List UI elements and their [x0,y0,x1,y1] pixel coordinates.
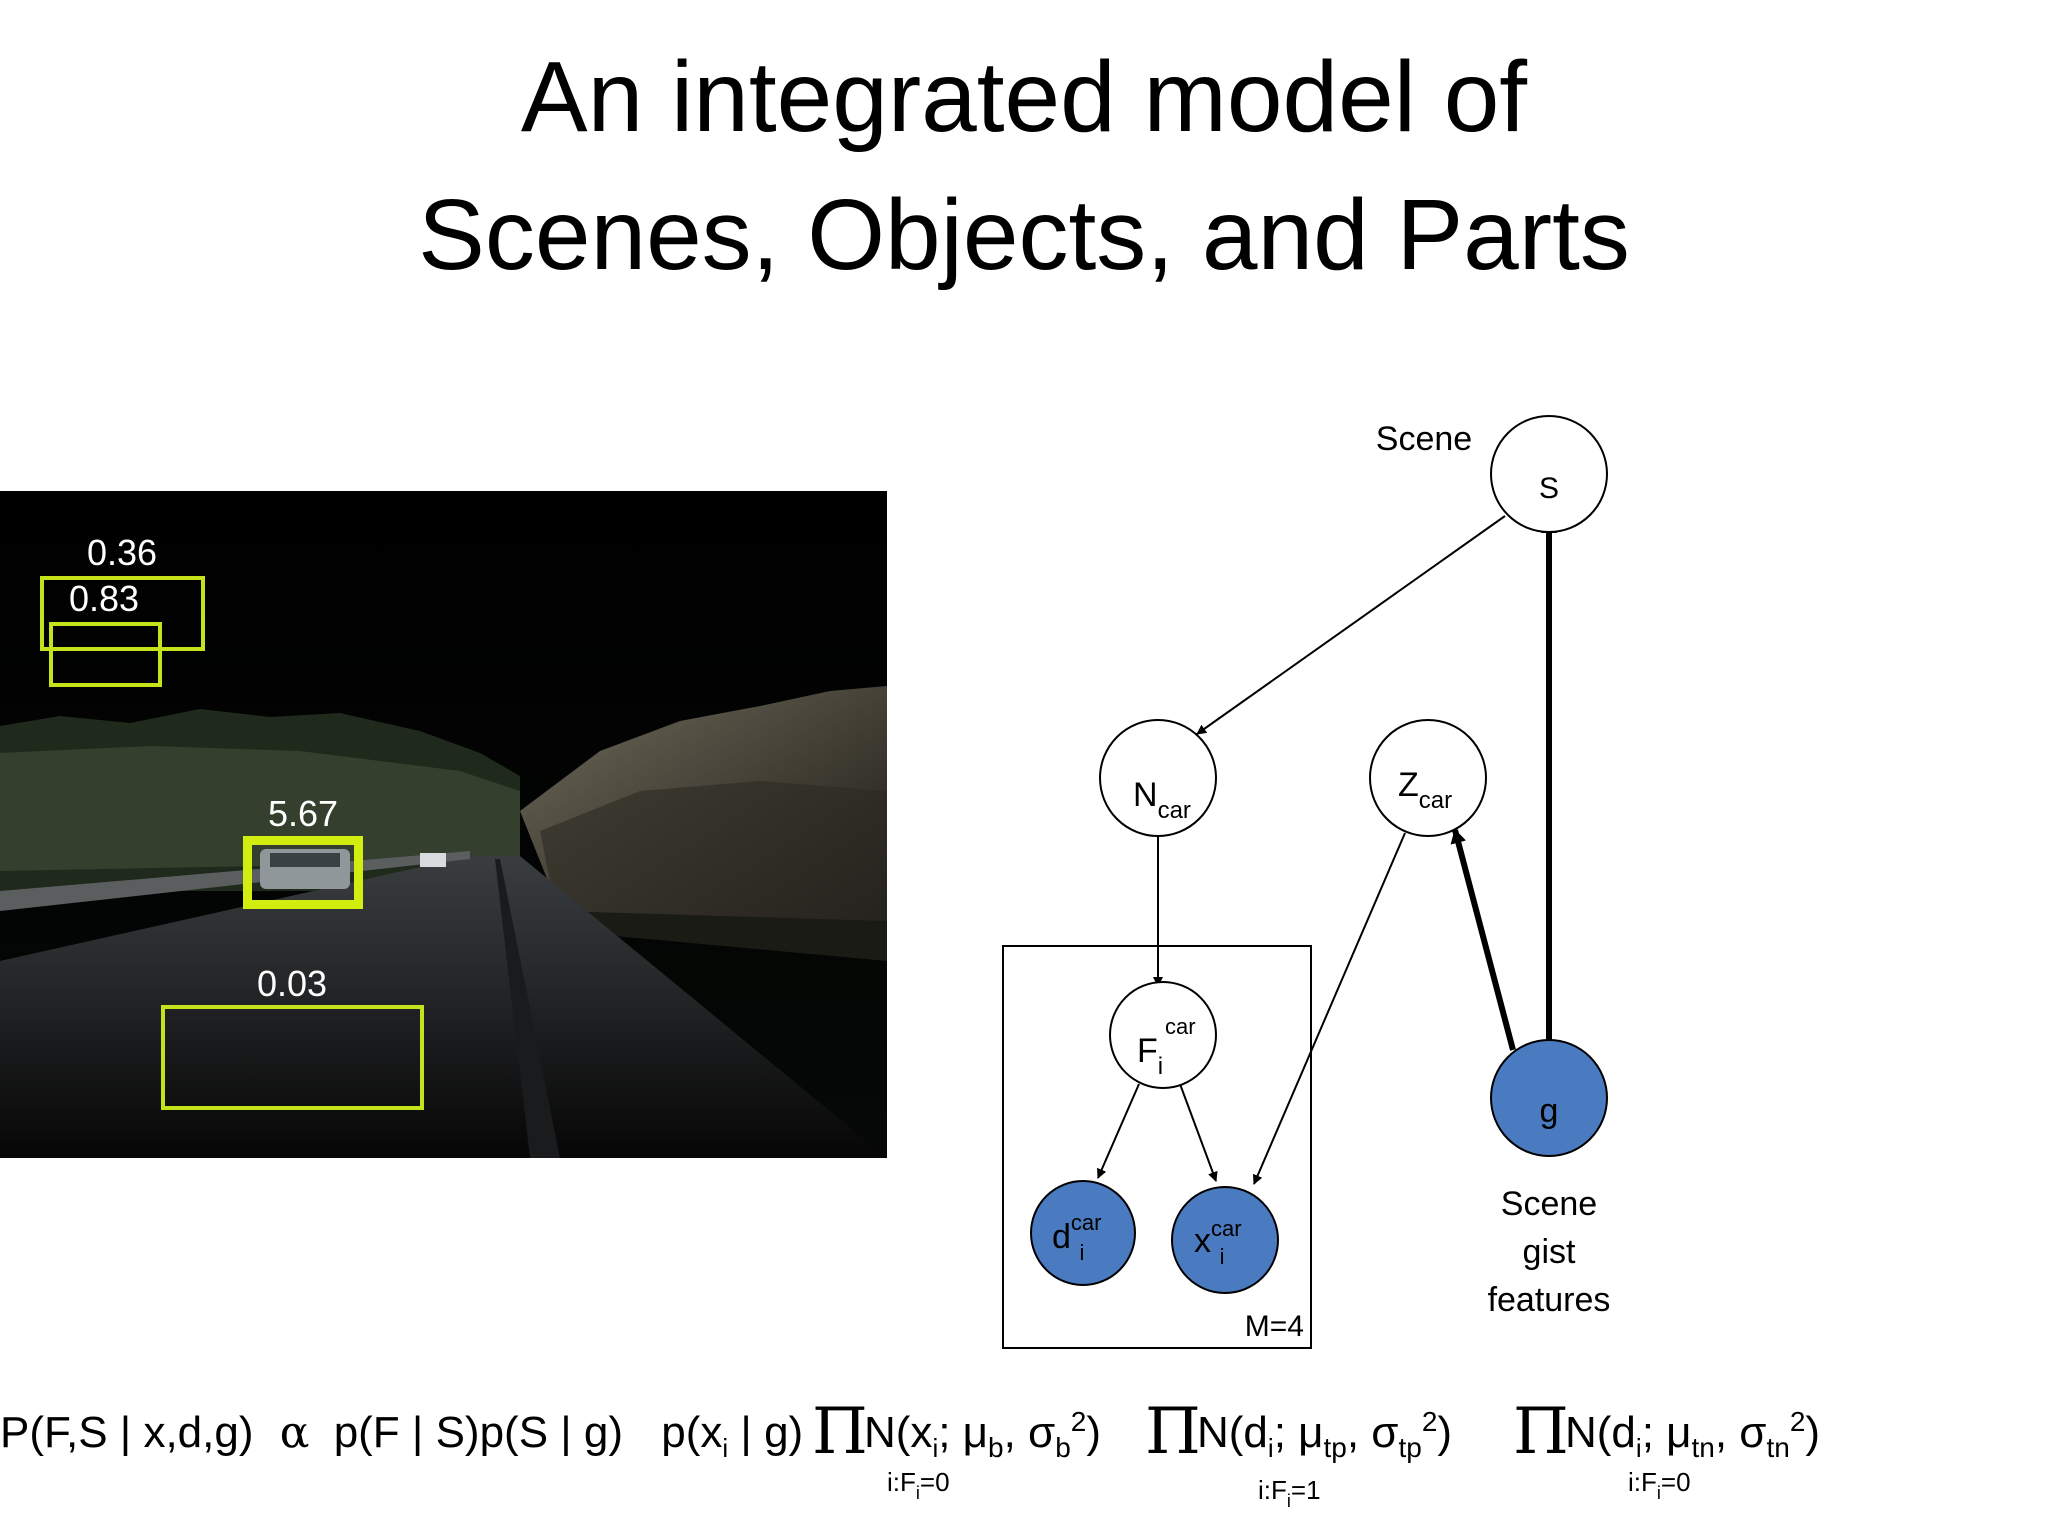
svg-text:i:Fi=1: i:Fi=1 [1258,1475,1321,1511]
svg-text:Zcar: Zcar [1398,766,1452,814]
svg-text:N(xi; μb, σb2): N(xi; μb, σb2) [864,1406,1101,1463]
svg-text:Π: Π [812,1395,868,1469]
detection-score-1: 0.36 [87,532,158,573]
edge-scene-to-ncar [1196,515,1506,735]
svg-text:N(di; μtp, σtp2): N(di; μtp, σtp2) [1197,1406,1452,1463]
title-line-2: Scenes, Objects, and Parts [418,179,1630,291]
scene-photo: 0.36 0.83 5.67 0.03 [0,491,887,1158]
svg-text:g: g [1540,1092,1559,1130]
detection-box-4 [161,1005,424,1110]
edge-f-to-x [1179,1083,1218,1182]
svg-text:P(F,S | x,d,g) α p: P(F,S | x,d,g) α p(F | S)p(S | g) p(xi |… [0,1407,803,1463]
edge-zcar-to-x [1252,832,1406,1185]
title-line-1: An integrated model of [520,41,1528,153]
svg-text:Ncar: Ncar [1133,776,1191,824]
svg-text:N(di; μtn, σtn2): N(di; μtn, σtn2) [1565,1406,1820,1463]
svg-text:i:Fi=0: i:Fi=0 [1628,1467,1691,1503]
scene-gist-label: Scene gist features [1487,1185,1611,1319]
detection-score-2: 0.83 [69,578,140,619]
edge-g-to-zcar [1450,829,1516,1051]
ncar-node: Ncar [1099,719,1217,837]
detection-score-3: 5.67 [268,793,339,834]
plate-label: M=4 [1245,1310,1304,1343]
detection-score-4: 0.03 [257,963,328,1004]
svg-text:Fi: Fi [1137,1032,1163,1080]
svg-text:Π: Π [1145,1395,1201,1469]
detection-box-3 [243,836,363,909]
scene-node: S [1490,415,1608,533]
detection-box-1 [40,576,205,651]
slide-title: An integrated model of Scenes, Objects, … [0,28,2048,304]
formula-text: P(F,S | x,d,g) α p(F | S)p(S | g) p(xi |… [0,1395,1820,1511]
zcar-node: Zcar [1369,719,1487,837]
f-node: Fi car [1109,981,1217,1089]
road-scene-image [0,491,887,1158]
svg-text:Π: Π [1513,1395,1569,1469]
svg-text:S: S [1539,472,1559,505]
posterior-formula: P(F,S | x,d,g) α p(F | S)p(S | g) p(xi |… [0,1395,1820,1511]
svg-text:car: car [1165,1014,1196,1039]
scene-label: Scene [1376,420,1472,458]
detection-box-2 [49,622,162,687]
g-node: g [1490,1039,1608,1157]
edge-f-to-d [1097,1083,1140,1179]
svg-text:i:Fi=0: i:Fi=0 [887,1467,950,1503]
